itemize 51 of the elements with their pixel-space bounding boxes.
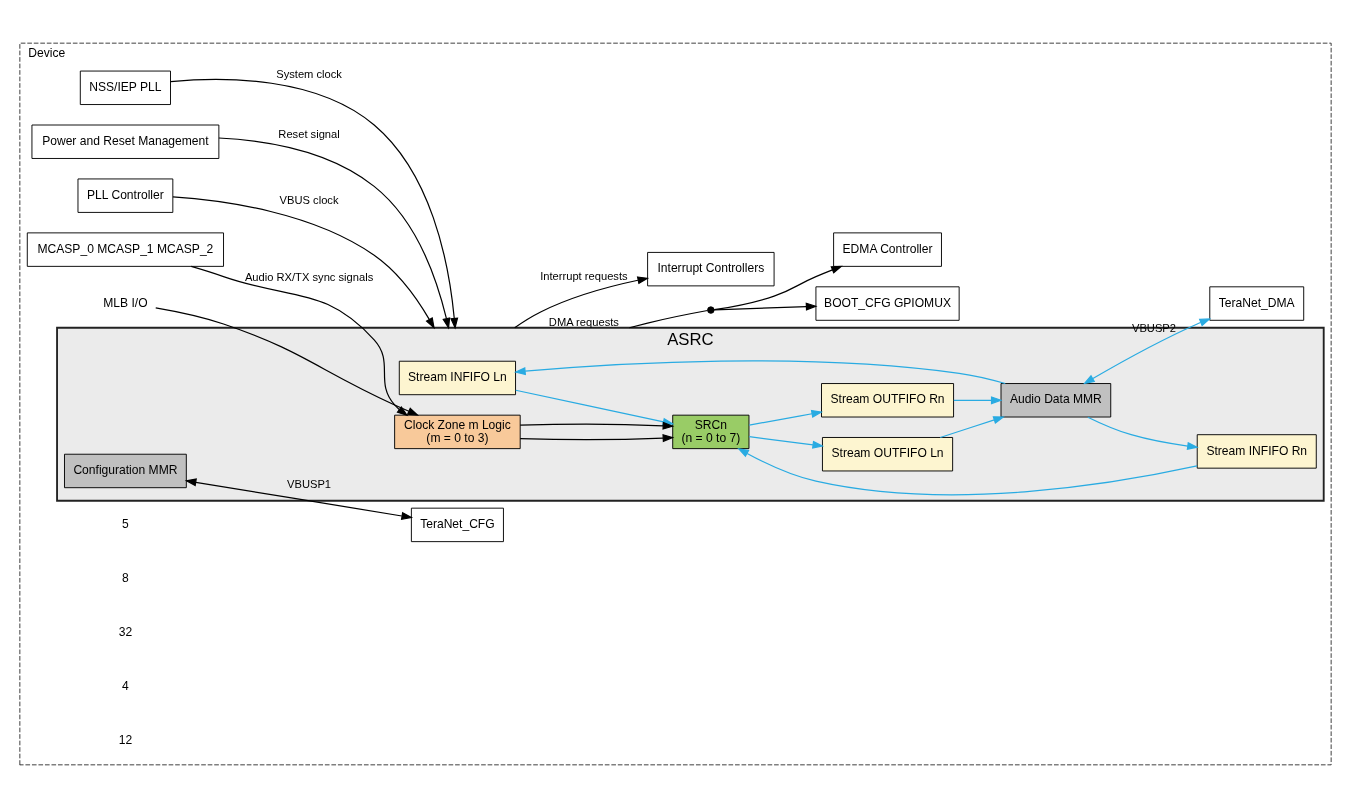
arrow <box>1083 317 1212 384</box>
node-box: Audio Data MMR <box>1000 382 1112 417</box>
node-box: Interrupt Controllers <box>647 251 775 286</box>
edge-label: Audio RX/TX sync signals <box>244 270 374 283</box>
edge-label: VBUSP1 <box>287 477 332 490</box>
arrow <box>519 433 675 442</box>
label: 32 <box>118 624 133 639</box>
arrow <box>519 421 675 430</box>
label: 8 <box>122 570 129 585</box>
arrow <box>155 306 420 416</box>
node-text: MLB I/O <box>103 295 148 310</box>
edge-label: Interrupt requests <box>540 269 628 282</box>
arrow <box>190 265 409 416</box>
arrow <box>953 395 1003 404</box>
arrow <box>737 447 1198 495</box>
arrow <box>713 265 843 310</box>
arrow <box>1087 416 1199 450</box>
arrow <box>748 435 825 449</box>
node-box: SRCn (n = 0 to 7) <box>672 414 750 449</box>
edge-label: System clock <box>276 67 342 80</box>
arrow <box>170 78 459 330</box>
arrow <box>514 275 650 328</box>
arrow <box>172 195 435 329</box>
node-circle <box>707 305 715 314</box>
node-box: PLL Controller <box>77 177 174 213</box>
node-box: TeraNet_CFG <box>410 507 504 542</box>
node-box: TeraNet_DMA <box>1209 285 1305 321</box>
node-box: Stream OUTFIFO Rn <box>821 382 955 417</box>
arrow <box>713 301 818 311</box>
edge-label: VBUS clock <box>279 193 339 206</box>
node-box: MCASP_0 MCASP_1 MCASP_2 <box>26 231 224 267</box>
edge-label: Reset signal <box>278 127 340 140</box>
arrow <box>748 409 824 426</box>
node-box: Power and Reset Management <box>31 124 220 159</box>
label: 12 <box>118 732 133 747</box>
node-box: Clock Zone m Logic (m = 0 to 3) <box>394 414 521 449</box>
label: 4 <box>122 678 129 693</box>
node-box: Stream OUTFIFO Ln <box>821 436 954 471</box>
node-box: Stream INFIFO Ln <box>398 360 516 395</box>
node-box: NSS/IEP PLL <box>79 70 171 105</box>
arrow <box>939 415 1005 438</box>
connector <box>628 309 709 328</box>
label: 5 <box>122 516 129 531</box>
node-box: BOOT_CFG GPIOMUX <box>815 285 960 321</box>
node-box: Stream INFIFO Rn <box>1196 433 1317 469</box>
edge-label: DMA requests <box>548 315 619 328</box>
arrow <box>184 477 414 520</box>
arrow <box>513 359 1006 384</box>
arrow <box>218 136 451 330</box>
node-box: EDMA Controller <box>833 231 942 267</box>
node-box: Configuration MMR <box>64 453 187 488</box>
